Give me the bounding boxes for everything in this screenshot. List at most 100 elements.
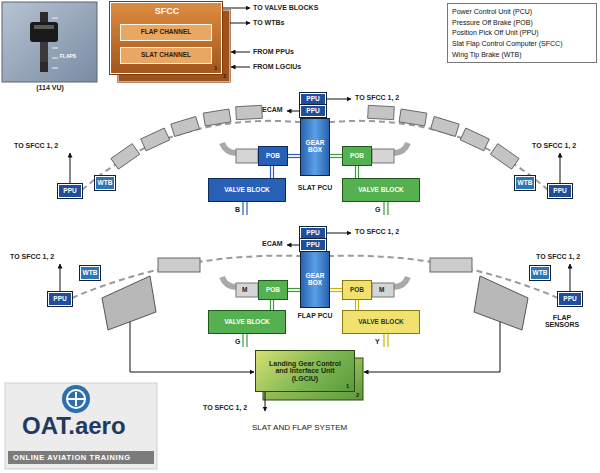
signal-arrow xyxy=(326,233,351,234)
motor-label: M xyxy=(379,286,384,293)
signal-arrow xyxy=(230,23,250,24)
valve-block: VALVE BLOCK xyxy=(208,178,286,202)
hydraulic-line xyxy=(387,202,388,215)
slat-panel xyxy=(203,109,231,126)
hydraulic-link xyxy=(288,155,300,158)
hydraulic-system: Y xyxy=(375,338,380,345)
logo-emblem-ring xyxy=(67,390,85,408)
hydraulic-motor xyxy=(236,149,258,163)
hydraulic-motor xyxy=(372,283,394,297)
pob-box: POB xyxy=(258,280,288,300)
control-panel: FLAPS(114 VU) xyxy=(2,2,97,82)
diagram-caption: SLAT AND FLAP SYSTEM xyxy=(252,423,347,432)
node-text: PPU xyxy=(306,242,319,249)
knob-highlight xyxy=(34,25,54,29)
node-text: WTB xyxy=(533,270,548,277)
node-text: FLAP CHANNEL xyxy=(141,29,191,36)
slat-panel xyxy=(111,144,140,170)
node-text: PPU xyxy=(306,230,319,237)
text-label: FLAP PCU xyxy=(294,312,336,319)
pob-box: POB xyxy=(342,280,372,300)
text-label: FLAP SENSORS xyxy=(536,314,588,328)
node-text: Position Pick Off Unit (PPU) xyxy=(452,29,539,36)
text-label: TO SFCC 1, 2 xyxy=(355,228,399,235)
node-text: Landing Gear Control and Interface Unit … xyxy=(262,360,348,382)
node-text: PPU xyxy=(63,188,76,195)
pob-box: POB xyxy=(258,146,288,166)
text-label: TO SFCC 1, 2 xyxy=(536,253,580,260)
hydraulic-system: G xyxy=(375,206,380,213)
hydraulic-motor-pipe xyxy=(394,277,408,287)
signal-arrow xyxy=(70,153,71,184)
logo-emblem xyxy=(62,385,90,413)
logo-text: ONLINE AVIATION TRAINING xyxy=(13,453,131,462)
logo-emblem-plane xyxy=(66,392,86,406)
signal-arrow xyxy=(231,52,250,53)
connector-line xyxy=(330,157,342,158)
connector-line xyxy=(273,166,274,178)
computer-box: SFCCFLAP CHANNELSLAT CHANNEL xyxy=(110,2,222,74)
logo-box xyxy=(5,383,157,469)
node-text: POB xyxy=(266,153,280,160)
connector-line xyxy=(358,300,359,310)
hydraulic-link xyxy=(330,289,342,292)
signal-arrow xyxy=(326,99,351,100)
text-label: SLAT PCU xyxy=(294,184,336,191)
lever-knob xyxy=(30,22,58,42)
text-label: TO SFCC 1, 2 xyxy=(14,142,58,149)
signal-arrow xyxy=(265,392,266,411)
flap-surface xyxy=(474,276,528,330)
node-text: WTB xyxy=(518,180,533,187)
detent-mark xyxy=(52,18,58,19)
slat-panel xyxy=(431,116,460,136)
node-text: VALVE BLOCK xyxy=(358,319,404,326)
signal-arrow xyxy=(60,264,61,292)
hydraulic-motor xyxy=(236,283,258,297)
gearbox-box: GEAR BOX xyxy=(300,118,330,176)
connector-line xyxy=(270,300,271,310)
detent-mark xyxy=(52,68,58,69)
text-label: TO SFCC 1, 2 xyxy=(10,253,54,260)
ppu-box: PPU xyxy=(558,292,582,306)
hydraulic-link xyxy=(271,300,274,310)
hydraulic-motor-pipe xyxy=(222,277,236,287)
connector-line xyxy=(358,166,359,178)
hydraulic-link xyxy=(356,300,359,310)
node-text: VALVE BLOCK xyxy=(224,319,270,326)
node-text: PPU xyxy=(53,296,66,303)
ppu-box: PPU xyxy=(300,239,326,251)
hydraulic-link xyxy=(288,289,300,292)
hydraulic-motor-pipe xyxy=(222,143,236,153)
logo-strip xyxy=(8,451,154,464)
node-text: POB xyxy=(266,287,280,294)
node-text: Power Control Unit (PCU) xyxy=(452,8,532,15)
node-text: PPU xyxy=(553,188,566,195)
text-label: TO SFCC 1, 2 xyxy=(355,94,399,101)
text-label: ECAM xyxy=(262,240,283,247)
valve-block: VALVE BLOCK xyxy=(342,178,420,202)
node-text: PPU xyxy=(563,296,576,303)
connector-line xyxy=(330,288,342,289)
detent-mark xyxy=(52,58,58,59)
connector-line xyxy=(270,166,271,178)
logo-text: OAT.aero xyxy=(22,412,126,440)
text-label: TO VALVE BLOCKS xyxy=(253,4,318,11)
node-text: Pressure Off Brake (POB) xyxy=(452,19,533,26)
hydraulic-line xyxy=(246,202,247,215)
node-text: Wing Tip Brake (WTB) xyxy=(452,51,522,58)
hydraulic-system: B xyxy=(235,206,240,213)
node-text: PPU xyxy=(306,108,319,115)
valve-block: VALVE BLOCK xyxy=(208,310,286,334)
abbreviation-box: Power Control Unit (PCU) Pressure Off Bra… xyxy=(447,3,597,63)
ppu-box: PPU xyxy=(58,184,82,198)
node-text: POB xyxy=(350,287,364,294)
motor-label: M xyxy=(242,286,247,293)
unit-number: 2 xyxy=(223,73,226,79)
pob-box: POB xyxy=(342,146,372,166)
node-text: PPU xyxy=(306,96,319,103)
text-label: TO SFCC 1, 2 xyxy=(532,142,576,149)
hydraulic-line xyxy=(383,334,384,347)
detent-marks xyxy=(52,18,58,68)
node-text: WTB xyxy=(98,180,113,187)
signal-arrow xyxy=(231,67,250,68)
